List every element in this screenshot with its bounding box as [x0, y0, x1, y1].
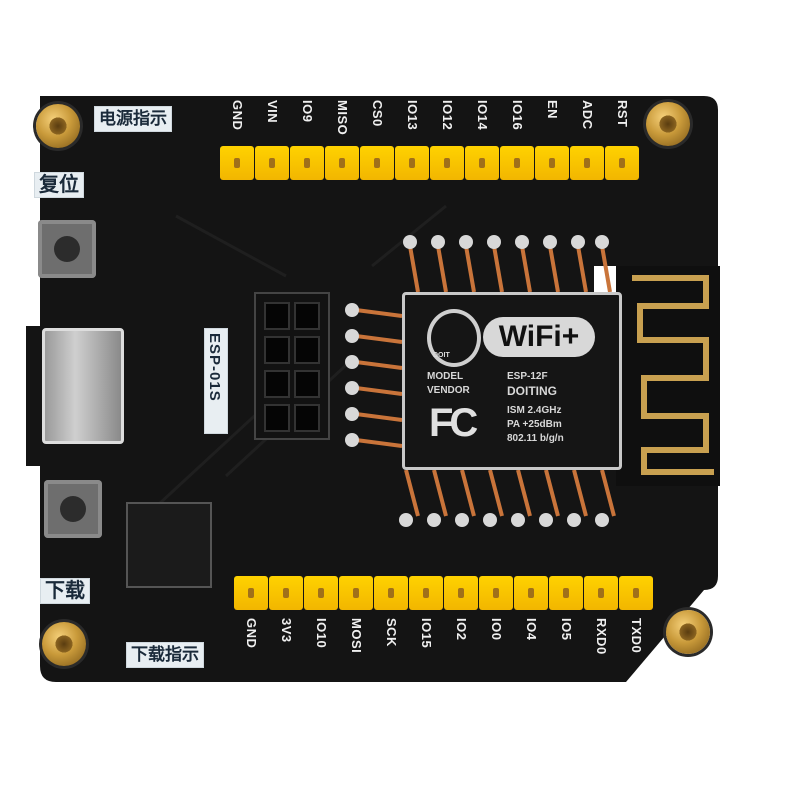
usb-serial-chip — [126, 502, 212, 588]
pin-label: IO0 — [489, 618, 504, 641]
header-pin — [395, 146, 429, 180]
pin-label: IO12 — [440, 100, 455, 131]
pin-label: GND — [230, 100, 245, 131]
pin-label: IO5 — [559, 618, 574, 641]
pin-label: GND — [244, 618, 259, 649]
top-header-labels: GND VIN IO9 MISO CS0 IO13 IO12 IO14 IO16… — [220, 100, 640, 135]
mounting-screw-top-right — [646, 102, 690, 146]
pin-label: RST — [615, 100, 630, 128]
header-pin — [619, 576, 653, 610]
reset-button[interactable] — [38, 220, 96, 278]
spec-line: ISM 2.4GHz — [507, 405, 562, 416]
doit-logo-icon: DOIT — [427, 309, 481, 367]
download-button[interactable] — [44, 480, 102, 538]
header-pin — [234, 576, 268, 610]
pin-label: CS0 — [370, 100, 385, 127]
pin-label: IO9 — [300, 100, 315, 123]
header-pin — [570, 146, 604, 180]
header-pin — [479, 576, 513, 610]
header-pin — [549, 576, 583, 610]
header-pin — [465, 146, 499, 180]
wifi-badge: WiFi+ — [483, 317, 595, 357]
pin-label: IO13 — [405, 100, 420, 131]
pin-label: MISO — [335, 100, 350, 136]
mounting-screw-top-left — [36, 104, 80, 148]
pin-label: MOSI — [349, 618, 364, 654]
header-pin — [304, 576, 338, 610]
pin-label: IO15 — [419, 618, 434, 649]
header-pin — [500, 146, 534, 180]
reset-label: 复位 — [34, 172, 84, 198]
vendor-value: DOITING — [507, 384, 557, 398]
header-pin — [255, 146, 289, 180]
pin-label: 3V3 — [279, 618, 294, 643]
vendor-label: VENDOR — [427, 385, 470, 396]
pcb-antenna — [616, 266, 720, 486]
pin-label: IO16 — [510, 100, 525, 131]
mounting-screw-bottom-left — [42, 622, 86, 666]
header-pin — [374, 576, 408, 610]
header-pin — [514, 576, 548, 610]
pin-label: SCK — [384, 618, 399, 647]
micro-usb-port[interactable] — [42, 328, 124, 444]
pcb-board: 电源指示 复位 下载 下载指示 GND VIN IO9 MISO CS0 IO1… — [26, 96, 720, 682]
header-pin — [430, 146, 464, 180]
pin-label: TXD0 — [629, 618, 644, 654]
pin-label: IO10 — [314, 618, 329, 649]
pin-label: IO4 — [524, 618, 539, 641]
bottom-header-labels: GND 3V3 IO10 MOSI SCK IO15 IO2 IO0 IO4 I… — [234, 618, 654, 655]
bottom-pin-header — [234, 576, 654, 610]
fcc-mark: FC — [429, 401, 478, 445]
spec-line: 802.11 b/g/n — [507, 433, 564, 444]
esp01s-socket[interactable] — [254, 292, 330, 440]
top-pin-header — [220, 146, 640, 180]
header-pin — [584, 576, 618, 610]
power-indicator-label: 电源指示 — [94, 106, 172, 132]
download-indicator-label: 下载指示 — [126, 642, 204, 668]
download-label: 下载 — [40, 578, 90, 604]
header-pin — [605, 146, 639, 180]
pin-label: RXD0 — [594, 618, 609, 655]
pin-label: IO2 — [454, 618, 469, 641]
header-pin — [269, 576, 303, 610]
mounting-screw-bottom-right — [666, 610, 710, 654]
pin-label: EN — [545, 100, 560, 120]
spec-line: PA +25dBm — [507, 419, 562, 430]
esp01s-label: ESP-01S — [204, 328, 228, 434]
header-pin — [325, 146, 359, 180]
model-label: MODEL — [427, 371, 464, 382]
header-pin — [535, 146, 569, 180]
pin-label: IO14 — [475, 100, 490, 131]
pin-label: ADC — [580, 100, 595, 130]
header-pin — [290, 146, 324, 180]
esp12f-module: DOIT WiFi+ MODEL ESP-12F VENDOR DOITING … — [402, 292, 622, 470]
header-pin — [220, 146, 254, 180]
header-pin — [409, 576, 443, 610]
header-pin — [444, 576, 478, 610]
header-pin — [360, 146, 394, 180]
pin-label: VIN — [265, 100, 280, 124]
model-value: ESP-12F — [507, 371, 548, 382]
header-pin — [339, 576, 373, 610]
